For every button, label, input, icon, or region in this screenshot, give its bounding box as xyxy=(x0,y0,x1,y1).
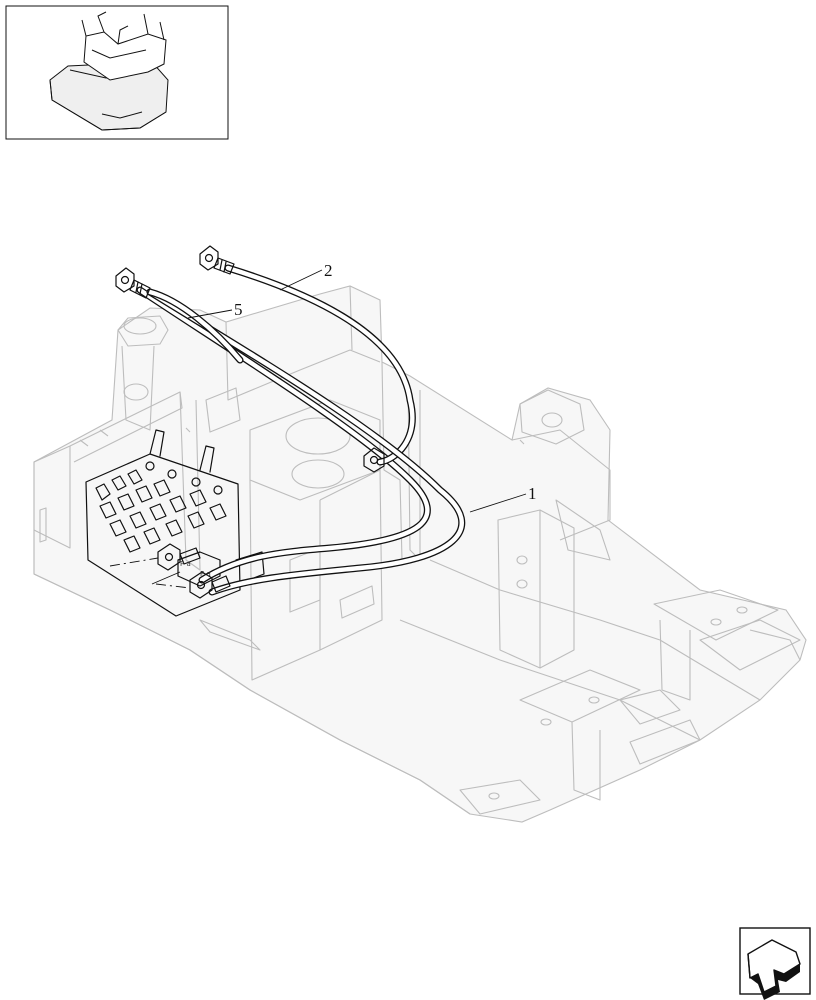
callout-1: 1 xyxy=(528,484,537,503)
callout-5: 5 xyxy=(234,300,243,319)
hose-1 xyxy=(146,288,466,596)
center-line-upper xyxy=(109,557,159,567)
fitting-top-left xyxy=(115,267,151,299)
callout-leader-5 xyxy=(187,309,233,319)
callout-leader-2 xyxy=(279,269,323,291)
callout-2: 2 xyxy=(324,261,333,280)
fitting-valve-upper xyxy=(157,543,201,571)
machine-thumbnail-icon xyxy=(5,5,229,140)
next-page-arrow-icon[interactable] xyxy=(739,927,811,1000)
port-label-lower: P a xyxy=(200,570,211,578)
port-leader xyxy=(151,571,181,585)
fitting-mid-right xyxy=(363,447,385,473)
hose-5 xyxy=(136,286,431,584)
center-line-lower xyxy=(155,583,191,589)
callout-leader-1 xyxy=(469,493,527,513)
port-label-upper: P a xyxy=(180,560,191,568)
fitting-top-right xyxy=(199,245,235,275)
fitting-valve-lower xyxy=(189,571,231,599)
